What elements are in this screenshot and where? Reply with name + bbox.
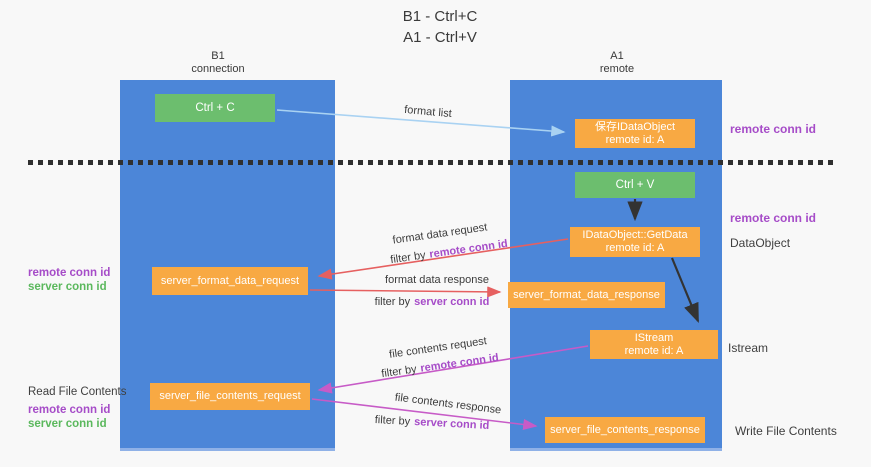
read-file-contents-label: Read File Contents [28, 386, 127, 398]
format-list-label: format list [403, 103, 453, 121]
right-column-role: remote [599, 63, 635, 75]
server-file-contents-response-node: server_file_contents_response [545, 417, 705, 443]
title-line-2: A1 - Ctrl+V [403, 29, 477, 46]
istream-line1: IStream [634, 331, 674, 344]
format-data-response-arrow [309, 286, 502, 298]
server-conn-id-filter-2: server conn id [413, 416, 490, 432]
left-bottom-server-conn-id: server conn id [28, 418, 107, 430]
left-column-label: B1 connection [158, 50, 278, 76]
server-conn-id-filter-1: server conn id [414, 296, 490, 308]
server-format-data-request-label: server_format_data_request [160, 274, 300, 287]
server-file-contents-response-label: server_file_contents_response [550, 423, 700, 436]
left-conn-ids-annotation: remote conn id server conn id [28, 266, 110, 294]
right-column-name: A1 [610, 50, 624, 62]
remote-conn-id-filter-2: remote conn id [419, 351, 500, 375]
server-file-contents-request-node: server_file_contents_request [150, 383, 310, 410]
filter-prefix-4: filter by [374, 414, 411, 428]
title-line-1: B1 - Ctrl+C [402, 8, 478, 25]
server-format-data-response-node: server_format_data_response [508, 282, 665, 308]
left-bottom-remote-conn-id: remote conn id [28, 404, 111, 416]
filter-prefix-1: filter by [389, 249, 427, 267]
saved-dataobject-line1: 保存IDataObject [594, 120, 676, 133]
diagram-title: B1 - Ctrl+C A1 - Ctrl+V [300, 6, 580, 48]
filter-prefix-2: filter by [374, 296, 411, 308]
file-contents-response-label: file contents response [394, 391, 502, 417]
left-remote-conn-id: remote conn id [28, 267, 111, 279]
saved-dataobject-line2: remote id: A [605, 133, 665, 146]
server-format-data-response-label: server_format_data_response [513, 288, 660, 301]
write-file-contents-annotation: Write File Contents [735, 424, 837, 438]
getdata-line1: IDataObject::GetData [582, 229, 688, 241]
getdata-node: IDataObject::GetData remote id: A [570, 227, 700, 257]
right-column-label: A1 remote [557, 50, 677, 76]
remote-conn-id-filter-1: remote conn id [428, 237, 509, 261]
server-format-data-request-node: server_format_data_request [152, 267, 308, 295]
ctrl-c-label: Ctrl + C [195, 101, 235, 114]
ctrl-c-node: Ctrl + C [155, 94, 275, 122]
saved-dataobject-node: 保存IDataObject remote id: A [575, 119, 695, 148]
istream-line2: remote id: A [624, 344, 684, 357]
left-server-conn-id: server conn id [28, 281, 107, 293]
remote-conn-id-annotation-mid: remote conn id [730, 211, 817, 225]
read-file-contents-annotation: Read File Contents remote conn id server… [28, 385, 126, 431]
dataobject-annotation: DataObject [730, 236, 791, 250]
getdata-line2: remote id: A [605, 242, 665, 254]
istream-annotation: Istream [728, 341, 769, 355]
ctrl-v-node: Ctrl + V [575, 172, 695, 198]
server-file-contents-request-label: server_file_contents_request [159, 390, 301, 402]
remote-conn-id-annotation-top: remote conn id [730, 122, 817, 136]
dashed-separator-line [28, 160, 834, 165]
filter-prefix-3: filter by [380, 363, 418, 381]
left-column-role: connection [191, 63, 245, 75]
istream-node: IStream remote id: A [590, 330, 718, 359]
format-data-response-label: format data response [385, 274, 489, 286]
left-column-name: B1 [211, 50, 225, 62]
ctrl-v-label: Ctrl + V [615, 178, 655, 191]
